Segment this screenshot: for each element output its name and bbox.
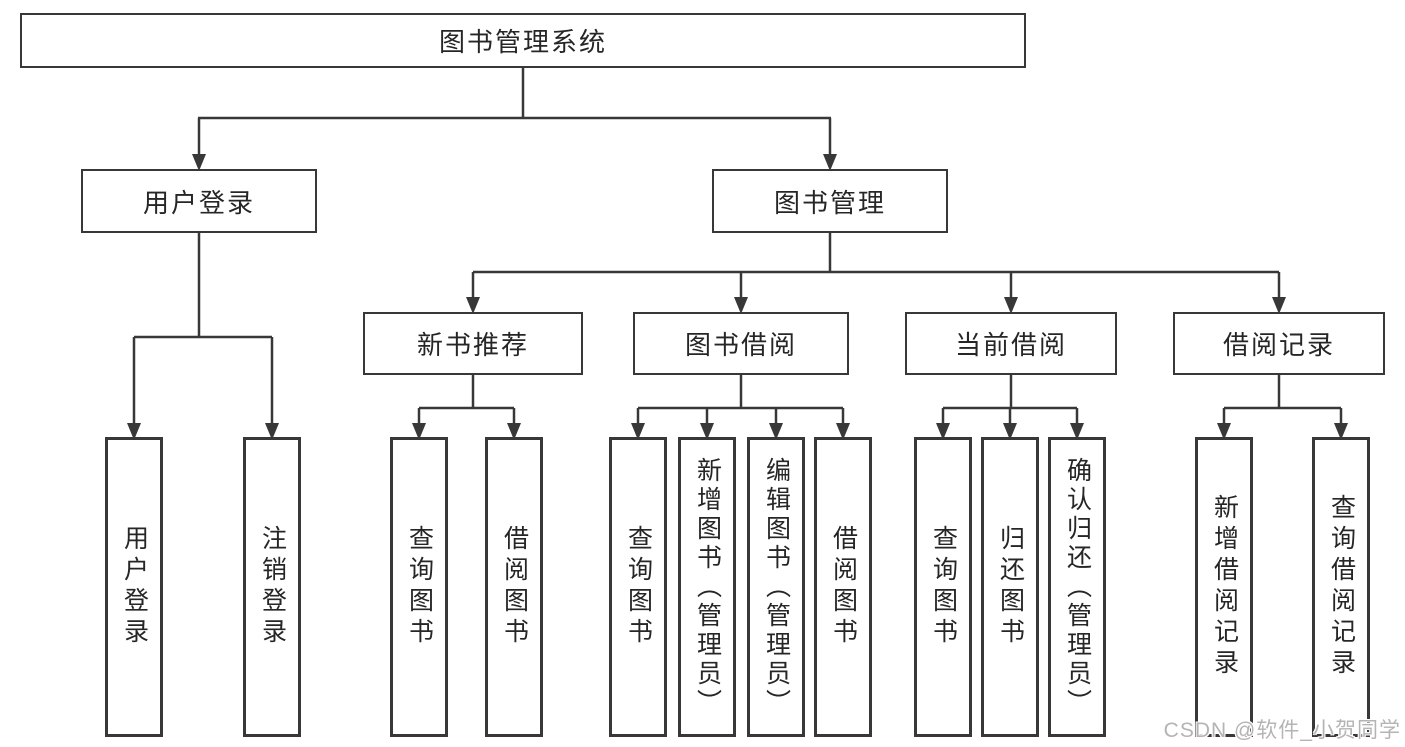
- node-label: 当前借阅: [954, 330, 1067, 360]
- leaf-recommend-borrow-books: 借阅图书: [485, 437, 543, 737]
- arrowhead-icon: [734, 297, 748, 314]
- node-label: 查询图书: [624, 525, 653, 649]
- node-label: 查询借阅记录: [1327, 494, 1356, 680]
- node-label: 查询图书: [929, 525, 958, 649]
- node-label: 图书借阅: [684, 330, 797, 360]
- watermark-text: CSDN @软件_小贺同学: [1163, 719, 1401, 742]
- node-user-login-group: 用户登录: [81, 169, 317, 233]
- leaf-records-query-record: 查询借阅记录: [1312, 437, 1370, 737]
- leaf-borrowing-borrow-books: 借阅图书: [814, 437, 872, 737]
- arrowhead-icon: [412, 423, 426, 440]
- arrowhead-icon: [836, 423, 850, 440]
- arrowhead-icon: [1272, 297, 1286, 314]
- node-label: 借阅图书: [829, 525, 858, 649]
- leaf-records-add-record: 新增借阅记录: [1195, 437, 1253, 737]
- node-label: 编辑图书（管理员）: [762, 456, 791, 718]
- node-library-management-system: 图书管理系统: [20, 13, 1026, 68]
- arrowhead-icon: [1004, 297, 1018, 314]
- node-label: 新增图书（管理员）: [693, 456, 722, 718]
- leaf-user-login: 用户登录: [105, 437, 163, 737]
- arrowhead-icon: [1003, 423, 1017, 440]
- leaf-logout: 注销登录: [243, 437, 301, 737]
- leaf-borrowing-edit-books-admin: 编辑图书（管理员）: [747, 437, 805, 737]
- leaf-current-confirm-return-admin: 确认归还（管理员）: [1048, 437, 1106, 737]
- arrowhead-icon: [192, 154, 206, 171]
- node-label: 借阅记录: [1222, 330, 1335, 360]
- arrowhead-icon: [1070, 423, 1084, 440]
- arrowhead-icon: [466, 297, 480, 314]
- arrowhead-icon: [823, 154, 837, 171]
- arrowhead-icon: [769, 423, 783, 440]
- node-label: 借阅图书: [500, 525, 529, 649]
- node-label: 图书管理系统: [438, 27, 607, 57]
- arrowhead-icon: [127, 423, 141, 440]
- node-borrow-records: 借阅记录: [1173, 312, 1385, 375]
- arrowhead-icon: [507, 423, 521, 440]
- node-label: 查询图书: [405, 525, 434, 649]
- arrowhead-icon: [936, 423, 950, 440]
- node-label: 注销登录: [258, 525, 287, 649]
- node-label: 确认归还（管理员）: [1063, 456, 1092, 718]
- node-label: 用户登录: [142, 187, 255, 218]
- node-label: 归还图书: [996, 525, 1025, 649]
- leaf-borrowing-query-books: 查询图书: [609, 437, 667, 737]
- leaf-current-query-books: 查询图书: [914, 437, 972, 737]
- node-book-management: 图书管理: [712, 169, 948, 233]
- node-label: 用户登录: [120, 525, 149, 649]
- leaf-borrowing-add-books-admin: 新增图书（管理员）: [678, 437, 736, 737]
- arrowhead-icon: [631, 423, 645, 440]
- node-label: 新增借阅记录: [1210, 494, 1239, 680]
- arrowhead-icon: [265, 423, 279, 440]
- node-book-borrowing: 图书借阅: [633, 312, 849, 375]
- arrowhead-icon: [700, 423, 714, 440]
- leaf-recommend-query-books: 查询图书: [390, 437, 448, 737]
- node-new-book-recommend: 新书推荐: [363, 312, 583, 375]
- node-current-borrowing: 当前借阅: [905, 312, 1117, 375]
- node-label: 图书管理: [773, 187, 886, 218]
- arrowhead-icon: [1217, 423, 1231, 440]
- node-label: 新书推荐: [416, 330, 529, 360]
- leaf-current-return-books: 归还图书: [981, 437, 1039, 737]
- arrowhead-icon: [1334, 423, 1348, 440]
